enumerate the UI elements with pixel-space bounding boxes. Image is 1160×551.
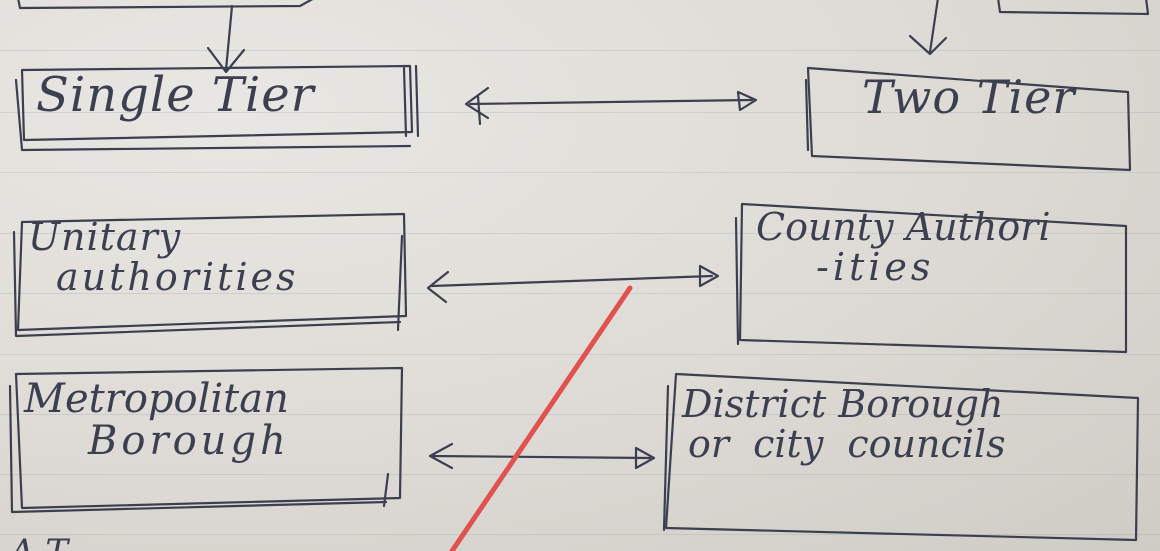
down-arrow-single-tier bbox=[206, 4, 246, 74]
ruled-line bbox=[0, 172, 1160, 173]
county-authorities-box bbox=[734, 202, 1128, 354]
ruled-line bbox=[0, 534, 1160, 535]
unitary-authorities-label: Unitary authorities bbox=[28, 215, 299, 299]
down-arrow-two-tier bbox=[908, 0, 948, 56]
metropolitan-borough-label: Metropolitan Borough bbox=[24, 376, 290, 464]
unitary-authorities-box bbox=[12, 212, 408, 338]
two-tier-box bbox=[804, 66, 1132, 172]
arrow-metropolitan-district bbox=[428, 442, 656, 470]
ruled-line bbox=[0, 233, 1160, 234]
top-right-box-edge bbox=[997, 0, 1150, 16]
arrow-single-two-tier bbox=[464, 86, 758, 126]
bottom-text-fragment: A T bbox=[10, 532, 68, 551]
ruled-line bbox=[0, 474, 1160, 475]
ruled-line bbox=[0, 354, 1160, 355]
single-tier-box bbox=[14, 64, 420, 152]
two-tier-label: Two Tier bbox=[862, 70, 1076, 124]
red-annotation-stroke bbox=[449, 285, 633, 551]
district-borough-label: District Borough or city councils bbox=[682, 382, 1006, 466]
single-tier-label: Single Tier bbox=[36, 67, 315, 123]
county-authorities-label: County Authori -ities bbox=[756, 205, 1051, 289]
metropolitan-borough-box bbox=[8, 366, 404, 514]
ruled-line bbox=[0, 293, 1160, 294]
top-left-box-edge bbox=[17, 0, 314, 10]
district-borough-box bbox=[662, 372, 1140, 542]
arrow-unitary-county bbox=[426, 264, 720, 304]
ruled-line bbox=[0, 414, 1160, 415]
ruled-line bbox=[0, 50, 1160, 51]
ruled-line bbox=[0, 112, 1160, 113]
